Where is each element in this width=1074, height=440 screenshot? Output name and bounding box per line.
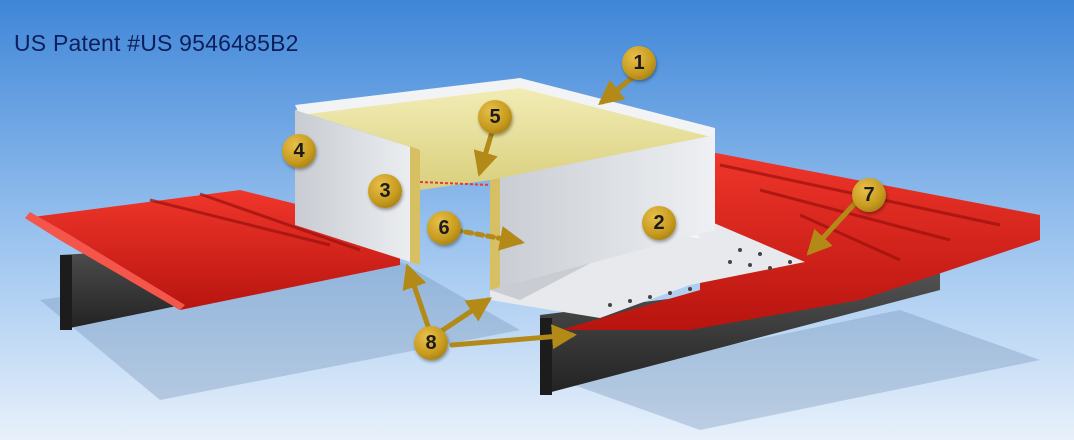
leader-arrows	[402, 75, 861, 350]
patent-title: US Patent #US 9546485B2	[14, 30, 299, 56]
callout-3: 3	[368, 174, 402, 208]
callout-6: 6	[427, 211, 461, 245]
callout-7: 7	[852, 178, 886, 212]
callout-2: 2	[642, 206, 676, 240]
curb-top-rim	[295, 78, 715, 138]
callout-4: 4	[282, 134, 316, 168]
sealant-line	[419, 181, 491, 186]
callout-8: 8	[414, 326, 448, 360]
callout-1: 1	[622, 46, 656, 80]
callout-5: 5	[478, 100, 512, 134]
curb-wall-right	[490, 135, 715, 290]
ground-shadow	[560, 310, 1040, 430]
curb-wall-left	[295, 110, 420, 265]
